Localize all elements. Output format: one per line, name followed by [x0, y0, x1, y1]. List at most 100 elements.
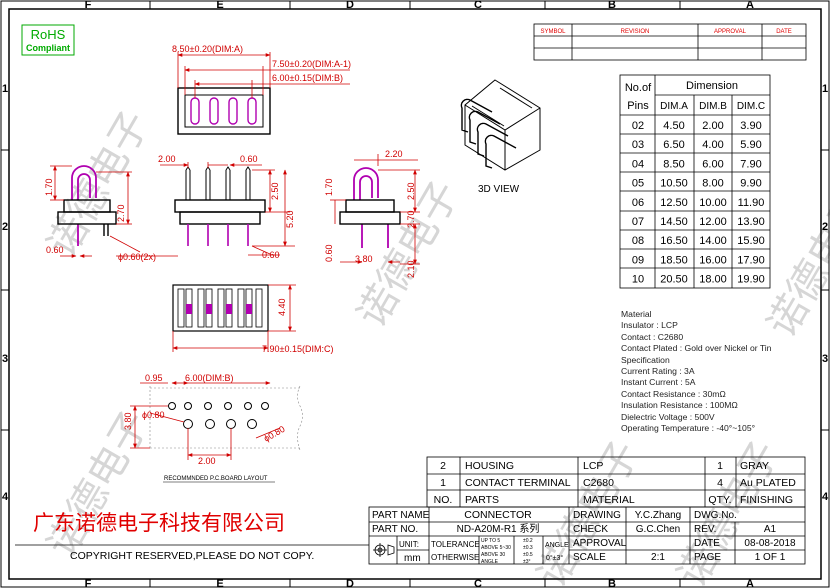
revision-table [533, 23, 807, 61]
check-label: CHECK [573, 524, 608, 535]
parts-table-text: 2 HOUSING LCP 1 GRAY 1 CONTACT TERMINAL … [434, 460, 797, 506]
tolerance-value: ±0.3 [523, 545, 533, 551]
parts-cell: 1 [440, 477, 446, 489]
dimension-table-cell: 4.00 [702, 139, 723, 151]
zone-label: A [746, 0, 754, 11]
dimension-label: 0.95 [145, 373, 163, 383]
spec-line: Insulation Resistance : 100MΩ [621, 400, 738, 411]
iso-view: 3D VIEW [460, 79, 541, 195]
dimension-table-cell: 6.00 [702, 158, 723, 170]
specification-notes: Material Insulator : LCP Contact : C2680… [621, 309, 771, 434]
company-name: 广东诺德电子科技有限公司 [33, 511, 285, 535]
dimension-table-cell: 05 [632, 178, 644, 190]
dimension-table-cell: 16.50 [660, 235, 688, 247]
dimension-table-cell: 8.50 [663, 158, 684, 170]
dimension-label: 0.60 [262, 250, 280, 260]
bottom-view: 4.40 7.90±0.15(DIM:C) [172, 284, 333, 354]
date-value: 08-08-2018 [744, 538, 796, 549]
part-name-label: PART NAME [372, 510, 430, 521]
pcb-layout: 0.95 6.00(DIM:B) 3.80 ϕ0.80 ϕ0.80 2.00 R… [123, 373, 303, 483]
dimension-table-cell: 06 [632, 197, 644, 209]
dimension-table-cell: 7.90 [740, 158, 761, 170]
dimension-label: 2.00 [158, 154, 176, 164]
unit-value: mm [404, 553, 421, 564]
dimension-table-cell: 04 [632, 158, 644, 170]
dimension-label: 0.60 [324, 244, 334, 262]
dimension-table-cell: 12.00 [699, 216, 727, 228]
dimension-label: 7.50±0.20(DIM:A-1) [272, 59, 351, 69]
zone-label: B [608, 0, 616, 11]
dimension-label: 1.70 [44, 178, 54, 196]
zone-label: 2 [2, 221, 8, 233]
approval-label: APPROVAL [573, 538, 627, 549]
zone-label: 1 [2, 83, 8, 95]
dimension-table-cell: 12.50 [660, 197, 688, 209]
spec-line: Contact Resistance : 30mΩ [621, 388, 726, 399]
dimension-table-cell: 03 [632, 139, 644, 151]
view-label-3d: 3D VIEW [478, 184, 520, 195]
dimension-label: 1.70 [324, 178, 334, 196]
top-view: 8.50±0.20(DIM:A) 7.50±0.20(DIM:A-1) 6.00… [172, 44, 351, 135]
table-header: DIM.A [660, 101, 688, 112]
table-header: DIM.C [737, 101, 765, 112]
spec-line: Specification [621, 354, 670, 365]
dimension-label: ϕ0.60(2x) [118, 252, 156, 262]
drawing-by: Y.C.Zhang [635, 510, 682, 521]
dimension-label: 2.70 [406, 210, 416, 228]
spec-line: Instant Current : 5A [621, 377, 696, 388]
dimension-label: 7.90±0.15(DIM:C) [262, 344, 333, 354]
dimension-table-cell: 2.00 [702, 120, 723, 132]
dimension-label: 3.80 [355, 254, 373, 264]
watermark-text: 诺德电子 [40, 404, 158, 565]
scale-label: SCALE [573, 552, 606, 563]
dimension-label: 4.40 [277, 298, 287, 316]
zone-label: 2 [822, 221, 828, 233]
dimension-table-cell: 10.50 [660, 178, 688, 190]
projection-symbol [373, 543, 395, 557]
table-header: Pins [627, 100, 649, 112]
dimension-label: ϕ0.80 [142, 410, 165, 420]
rohs-badge: RoHS Compliant [21, 24, 75, 56]
dimension-table [619, 74, 771, 289]
unit-label: UNIT: [399, 540, 419, 549]
parts-cell: GRAY [740, 460, 769, 472]
rev-label: REV. [694, 524, 716, 535]
table-header: Dimension [686, 80, 738, 92]
dimension-table-cell: 5.90 [740, 139, 761, 151]
dimension-table-cell: 19.90 [737, 274, 765, 286]
spec-line: Material [621, 309, 652, 319]
dimension-label: 6.00(DIM:B) [185, 373, 234, 383]
tolerance-label: TOLERANCE [431, 540, 480, 549]
dimension-table-cell: 8.00 [702, 178, 723, 190]
dimension-label: 5.20 [285, 210, 295, 228]
dimension-label: 2.00 [198, 456, 216, 466]
dimension-table-cell: 16.00 [699, 254, 727, 266]
tolerance-range: ABOVE 5~30 [481, 545, 511, 551]
dimension-table-cell: 11.90 [738, 197, 765, 209]
parts-cell: 2 [440, 460, 446, 472]
tolerance-value: ±3° [523, 559, 531, 565]
dimension-label: ϕ0.80 [262, 424, 287, 444]
zone-label: C [474, 0, 482, 11]
parts-cell: HOUSING [465, 460, 514, 472]
zone-label: D [346, 0, 354, 11]
dimension-table-cell: 09 [632, 254, 644, 266]
dimension-label: 2.10 [406, 260, 416, 278]
zone-label: A [746, 578, 754, 588]
dimension-table-cell: 10 [632, 274, 644, 286]
dimension-label: 2.20 [385, 149, 403, 159]
title-block [15, 506, 806, 565]
zone-label: F [85, 578, 92, 588]
parts-cell: Au PLATED [740, 477, 796, 489]
check-by: G.C.Chen [636, 524, 680, 535]
table-header: No.of [625, 82, 652, 94]
dimension-table-cell: 02 [632, 120, 644, 132]
tolerance-value: ±0.5 [523, 552, 533, 558]
pcb-layout-label: RECOMMNDED P.C.BOARD LAYOUT [164, 476, 268, 482]
watermark-text: 诺德电子 [40, 104, 158, 265]
dimension-label: 3.80 [123, 412, 133, 430]
parts-header: NO. [434, 494, 453, 506]
